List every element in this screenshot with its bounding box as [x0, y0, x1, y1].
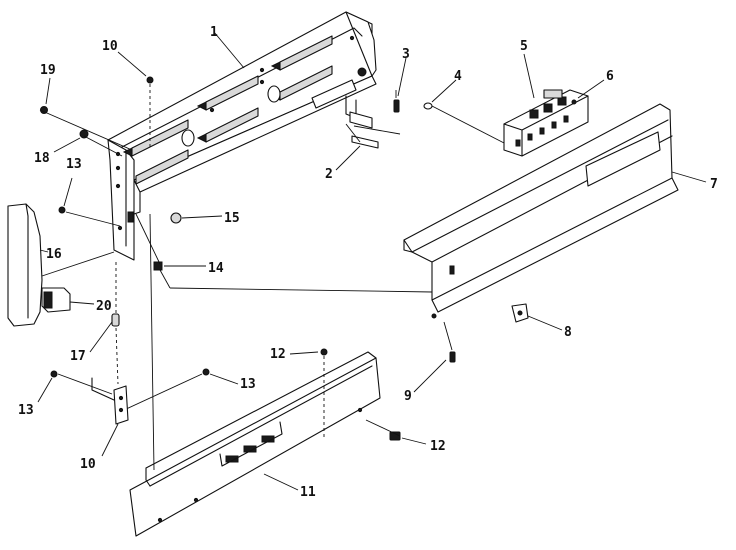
- callout-11: 11: [300, 485, 316, 500]
- assembly-lines: [39, 109, 433, 471]
- callout-18: 18: [34, 151, 50, 166]
- callout-16: 16: [46, 247, 62, 262]
- callout-leaders: [37, 31, 707, 491]
- callout-4: 4: [454, 69, 462, 84]
- vent-slots: [122, 35, 333, 185]
- callout-13-lower-left: 13: [18, 403, 34, 418]
- callout-7: 7: [710, 177, 718, 192]
- clip-4: [423, 102, 507, 145]
- part-8: [511, 303, 529, 323]
- callout-9: 9: [404, 389, 412, 404]
- callout-8: 8: [564, 325, 572, 340]
- fastener-17: [111, 313, 120, 327]
- bracket-2: [345, 111, 379, 149]
- callout-3: 3: [402, 47, 410, 62]
- callout-5: 5: [520, 39, 528, 54]
- callout-13-upper: 13: [66, 157, 82, 172]
- screw-3: [393, 90, 400, 113]
- switch-20: [41, 287, 71, 313]
- callout-14: 14: [208, 261, 224, 276]
- screw-13-lower-left: [50, 370, 113, 395]
- rear-frame: [107, 11, 377, 261]
- screw-9: [443, 321, 456, 363]
- callout-12-top: 12: [270, 347, 286, 362]
- callout-20: 20: [96, 299, 112, 314]
- callout-19: 19: [40, 63, 56, 78]
- screw-10-top: [146, 76, 154, 150]
- screw-13-lower-right: [123, 368, 210, 411]
- callout-15: 15: [224, 211, 240, 226]
- screw-13-upper: [58, 206, 66, 214]
- lower-panel-11: [129, 351, 381, 537]
- callout-10-bottom: 10: [80, 457, 96, 472]
- callout-labels: 1 2 3 4 5 6 7 8 9 10 10 11 12 12 13 13 1…: [18, 25, 718, 500]
- callout-1: 1: [210, 25, 218, 40]
- callout-6: 6: [606, 69, 614, 84]
- bracket-10-lower: [91, 377, 129, 425]
- callout-17: 17: [70, 349, 86, 364]
- screw-12-top: [320, 348, 328, 440]
- callout-12-right: 12: [430, 439, 446, 454]
- callout-2: 2: [325, 167, 333, 182]
- clip-14: [153, 261, 163, 271]
- grommet-15: [170, 212, 182, 224]
- side-trim-16: [7, 203, 43, 327]
- clock-module: [503, 89, 589, 157]
- control-panel-7: [403, 103, 679, 319]
- callout-10-top: 10: [102, 39, 118, 54]
- grommet-18: [79, 129, 89, 139]
- callout-13-lower-right: 13: [240, 377, 256, 392]
